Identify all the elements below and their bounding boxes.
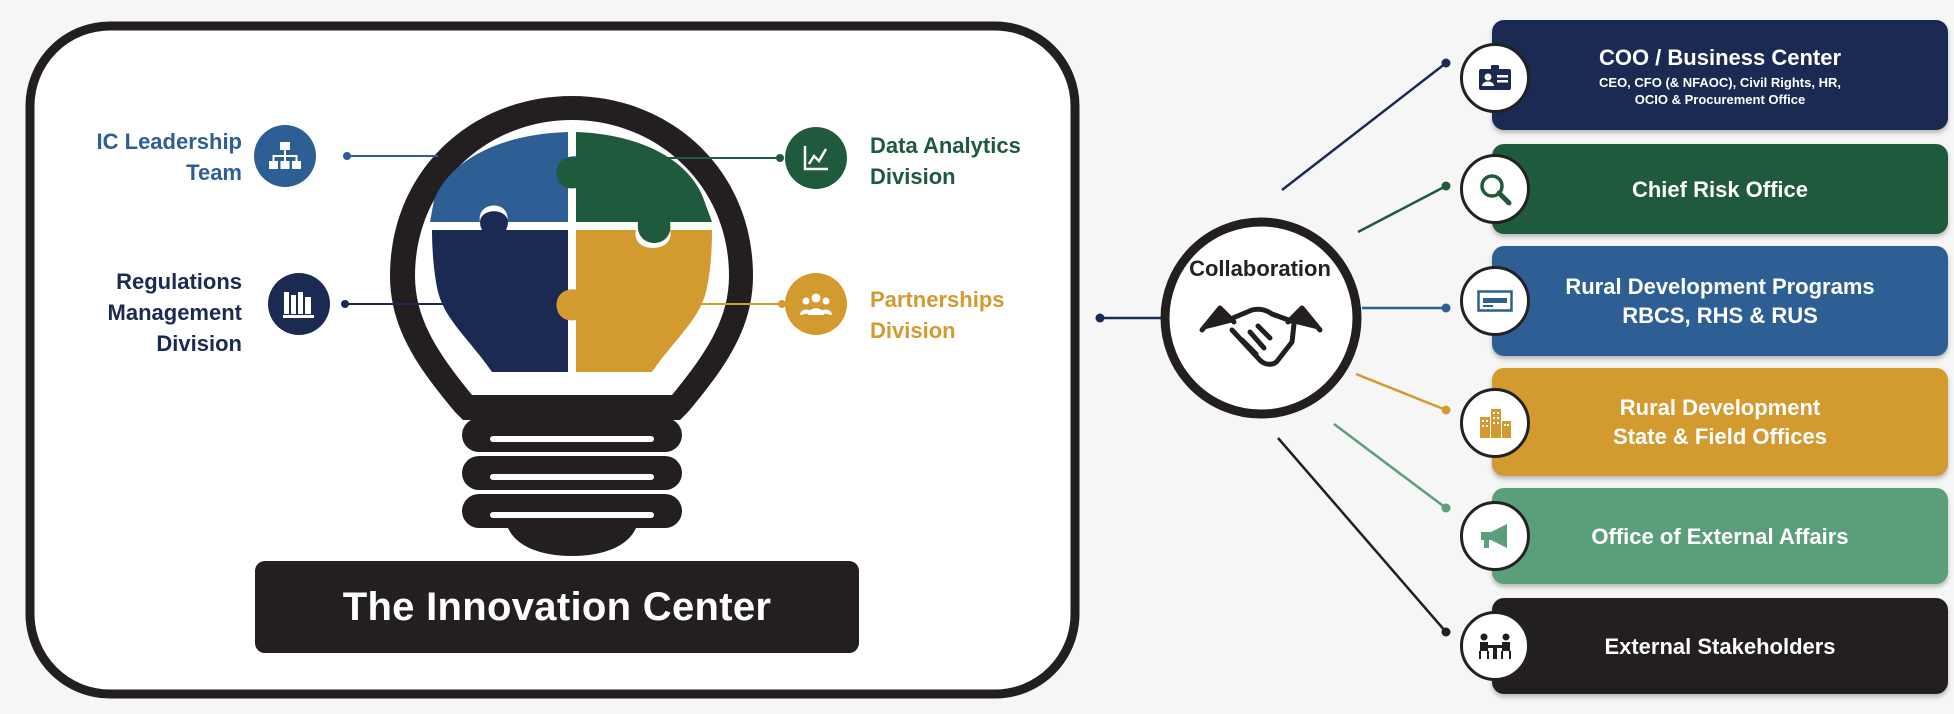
- partner-external-stakeholders: External Stakeholders: [1492, 598, 1948, 694]
- division-label-data-analytics: Data Analytics Division: [870, 133, 1021, 189]
- check-icon: [1460, 266, 1530, 336]
- buildings-icon: [1460, 388, 1530, 458]
- partner-rural-development-programs: Rural Development Programs RBCS, RHS & R…: [1492, 246, 1948, 356]
- division-connectors: [341, 152, 786, 308]
- collaboration-label: Collaboration: [1189, 256, 1331, 281]
- id-card-icon: [1460, 43, 1530, 113]
- meeting-icon: [1460, 611, 1530, 681]
- innovation-center-title: The Innovation Center: [255, 561, 859, 653]
- bulb-base: [462, 418, 682, 556]
- partner-coo-business-center: COO / Business Center CEO, CFO (& NFAOC)…: [1492, 20, 1948, 130]
- partner-rural-development-offices: Rural Development State & Field Offices: [1492, 368, 1948, 476]
- partner-external-affairs: Office of External Affairs: [1492, 488, 1948, 584]
- megaphone-icon: [1460, 501, 1530, 571]
- collaboration-circle: [1160, 217, 1362, 419]
- line-chart-icon: [785, 127, 847, 189]
- people-icon: [785, 273, 847, 335]
- books-icon: [268, 273, 330, 335]
- collaboration-spokes: [1277, 58, 1451, 637]
- puzzle-pieces: [430, 132, 712, 372]
- puzzle-piece-navy: [432, 211, 588, 372]
- magnifier-icon: [1460, 154, 1530, 224]
- puzzle-piece-gold: [556, 230, 712, 372]
- org-chart-icon: [254, 125, 316, 187]
- division-label-regulations: Regulations Management Division: [107, 269, 242, 356]
- partner-chief-risk-office: Chief Risk Office: [1492, 144, 1948, 234]
- puzzle-piece-green: [556, 132, 712, 243]
- division-label-partnerships: Partnerships Division: [870, 287, 1005, 343]
- division-label-ic-leadership: IC Leadership Team: [96, 129, 242, 185]
- puzzle-piece-blue: [430, 132, 591, 222]
- handshake-icon: [1199, 305, 1323, 367]
